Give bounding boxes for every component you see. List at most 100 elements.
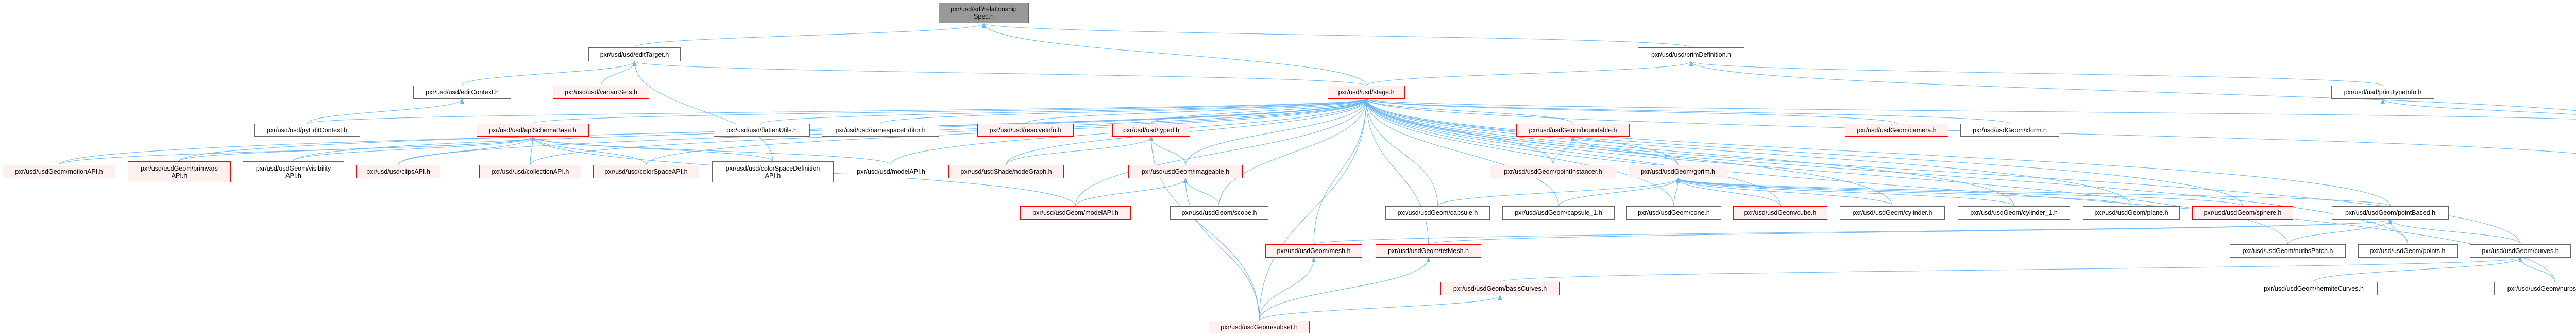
edge-sphere-to-stage [1364,98,2243,207]
edge-imageable-to-stage [1185,98,1368,165]
edge-points-to-pointBased [2388,219,2408,245]
edge-geomModelAPI-to-imageable [1075,178,1188,207]
edge-primvarsAPI-to-apiSchemaBase [179,136,535,162]
edge-hermiteCurves-to-curves [2313,257,2522,282]
edge-subset-to-basisCurves [1259,295,1502,321]
graph-node-clips-a-p-i[interactable]: pxr/usd/usd/clipsAPI.h [356,165,440,178]
edge-capsule-to-stage [1364,98,1438,207]
graph-node-cylinder[interactable]: pxr/usd/usdGeom/cylinder.h [1840,206,1945,220]
graph-node-py-edit-context[interactable]: pxr/usd/usd/pyEditContext.h [254,124,360,137]
edge-curves-to-pointBased [2388,219,2521,245]
graph-node-cylinder-1[interactable]: pxr/usd/usdGeom/cylinder_1.h [1958,206,2070,220]
graph-node-capsule-1[interactable]: pxr/usd/usdGeom/capsule_1.h [1502,206,1615,220]
edge-resolveInfo-to-stage [1025,98,1368,124]
edge-tetMesh-to-pointBased [1428,219,2392,245]
edge-cone-to-stage [1364,98,1674,207]
edge-editTarget-to-relationshipSpec [634,23,986,48]
graph-node-basis-curves[interactable]: pxr/usd/usdGeom/basisCurves.h [1440,282,1560,295]
graph-node-primvars-a-p-i[interactable]: pxr/usd/usdGeom/primvars API.h [128,161,231,182]
graph-node-point-based[interactable]: pxr/usd/usdGeom/pointBased.h [2332,206,2449,220]
edge-plane-to-stage [1364,98,2132,207]
graph-node-nurbs-patch[interactable]: pxr/usd/usdGeom/nurbsPatch.h [2230,244,2346,258]
edge-clipsAPI-to-apiSchemaBase [398,136,535,165]
graph-node-typed[interactable]: pxr/usd/usd/typed.h [1112,124,1190,137]
graph-node-gprim[interactable]: pxr/usd/usdGeom/gprim.h [1629,165,1727,178]
graph-node-namespace-editor[interactable]: pxr/usd/usd/namespaceEditor.h [822,124,939,137]
graph-node-sphere[interactable]: pxr/usd/usdGeom/sphere.h [2192,206,2293,220]
graph-node-nurbs-curves[interactable]: pxr/usd/usdGeom/nurbsCurves.h [2494,282,2576,295]
graph-node-resolve-info[interactable]: pxr/usd/usd/resolveInfo.h [977,124,1074,137]
edge-namespaceEditor-to-stage [880,98,1368,124]
edge-subset-to-mesh [1259,257,1316,321]
edge-cube-to-stage [1364,98,1781,207]
edge-boundable-to-stage [1364,98,1573,124]
edge-motionAPI-to-apiSchemaBase [59,136,535,165]
graph-node-visibility-a-p-i[interactable]: pxr/usd/usdGeom/visibility API.h [243,161,344,182]
graph-node-imageable[interactable]: pxr/usd/usdGeom/imageable.h [1128,165,1243,178]
edge-cylinder-to-stage [1364,98,1893,207]
edge-mesh-to-stage [1313,98,1368,245]
graph-node-usd-model-a-p-i[interactable]: pxr/usd/usd/modelAPI.h [846,165,936,178]
edge-subset-to-stage [1259,98,1368,321]
edge-apiSchemaBase-to-stage [532,98,1368,124]
graph-node-variant-sets[interactable]: pxr/usd/usd/variantSets.h [553,86,649,99]
edge-camera-to-stage [1364,98,1897,124]
graph-node-plane[interactable]: pxr/usd/usdGeom/plane.h [2083,206,2180,220]
edge-subset-to-typed [1149,136,1260,321]
edge-cylinder_1-to-stage [1364,98,2014,207]
graph-node-collection-a-p-i[interactable]: pxr/usd/usd/collectionAPI.h [479,165,581,178]
edge-xform-to-stage [1364,98,2010,124]
edge-gprim-to-boundable [1571,136,1679,165]
graph-node-motion-a-p-i[interactable]: pxr/usd/usdGeom/motionAPI.h [3,165,115,178]
edge-primData-to-primTypeInfo [2381,98,2576,115]
graph-node-point-instancer[interactable]: pxr/usd/usdGeom/pointInstancer.h [1490,165,1616,178]
graph-node-curves[interactable]: pxr/usd/usdGeom/curves.h [2470,244,2571,258]
edge-plane-to-gprim [1676,178,2132,207]
edge-primData-to-stage [1364,98,2576,120]
graph-node-points[interactable]: pxr/usd/usdGeom/points.h [2358,244,2458,258]
graph-node-prim-definition[interactable]: pxr/usd/usd/primDefinition.h [1638,47,1744,61]
edge-colorSpaceAPI-to-apiSchemaBase [531,136,647,165]
graph-node-hermite-curves[interactable]: pxr/usd/usdGeom/hermiteCurves.h [2250,282,2378,295]
graph-node-relationship-spec: pxr/usd/sdf/relationship Spec.h [939,3,1029,23]
graph-node-color-space-definition-a-p-i[interactable]: pxr/usd/usd/colorSpaceDefinition API.h [712,161,834,182]
edge-basisCurves-to-curves [1500,257,2522,282]
edge-capsule_1-to-stage [1364,98,1559,207]
graph-node-scope[interactable]: pxr/usd/usdGeom/scope.h [1170,206,1268,220]
edge-cube-to-gprim [1676,178,1781,207]
edge-pointBased-to-stage [1364,98,2391,207]
edge-pyEditContext-to-editContext [307,98,464,124]
edge-stage-to-primDefinition [1366,61,1693,86]
edge-pyEditContext-to-stage [307,98,1368,124]
graph-node-camera[interactable]: pxr/usd/usdGeom/camera.h [1845,124,1948,137]
graph-node-capsule[interactable]: pxr/usd/usdGeom/capsule.h [1385,206,1490,220]
edge-stage-to-editTarget [633,61,1367,86]
edge-nodeGraph-to-typed [1006,136,1154,165]
graph-node-subset[interactable]: pxr/usd/usdGeom/subset.h [1209,321,1310,333]
graph-node-node-graph[interactable]: pxr/usd/usdShade/nodeGraph.h [948,165,1064,178]
graph-node-tet-mesh[interactable]: pxr/usd/usdGeom/tetMesh.h [1376,244,1481,258]
graph-node-edit-context[interactable]: pxr/usd/usd/editContext.h [413,86,511,99]
graph-node-flatten-utils[interactable]: pxr/usd/usd/flattenUtils.h [714,124,810,137]
graph-node-geom-model-a-p-i[interactable]: pxr/usd/usdGeom/modelAPI.h [1020,206,1131,220]
graph-node-color-space-a-p-i[interactable]: pxr/usd/usd/colorSpaceAPI.h [593,165,699,178]
graph-node-stage[interactable]: pxr/usd/usd/stage.h [1328,86,1405,99]
edge-sphere-to-gprim [1676,178,2243,207]
edge-nurbsCurves-to-curves [2518,257,2555,282]
edge-subset-to-tetMesh [1259,257,1431,321]
graph-node-edit-target[interactable]: pxr/usd/usd/editTarget.h [588,47,681,61]
graph-node-mesh[interactable]: pxr/usd/usdGeom/mesh.h [1265,244,1362,258]
edge-editContext-to-editTarget [462,61,637,86]
graph-node-cone[interactable]: pxr/usd/usdGeom/cone.h [1626,206,1721,220]
graph-node-cube[interactable]: pxr/usd/usdGeom/cube.h [1733,206,1827,220]
graph-node-prim-type-info[interactable]: pxr/usd/usd/primTypeInfo.h [2331,86,2434,99]
graph-node-boundable[interactable]: pxr/usd/usdGeom/boundable.h [1516,124,1630,137]
graph-node-api-schema-base[interactable]: pxr/usd/usd/apiSchemaBase.h [477,124,589,137]
graph-node-xform[interactable]: pxr/usd/usdGeom/xform.h [1960,124,2059,137]
edge-collectionAPI-to-apiSchemaBase [530,136,535,165]
edge-cylinder-to-gprim [1676,178,1893,207]
edge-variantSets-to-editTarget [601,61,637,86]
edge-geomModelAPI-to-stage [1075,98,1368,207]
edge-primData-to-primDefinition [1689,61,2576,111]
